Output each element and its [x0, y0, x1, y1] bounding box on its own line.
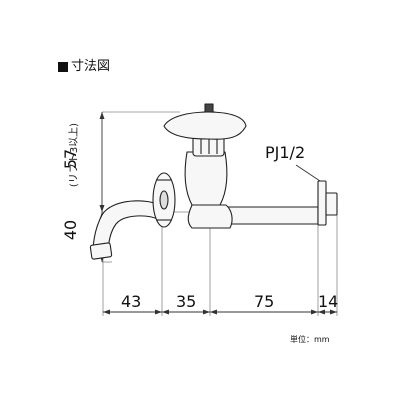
dim-label-35: 35: [176, 292, 197, 311]
body-lower: [187, 204, 233, 229]
valve-body: [184, 151, 228, 206]
faucet-body: [89, 103, 338, 260]
title-text: 寸法図: [71, 59, 111, 74]
dim-label-43: 43: [121, 292, 142, 311]
handle: [163, 111, 247, 140]
wall-flange: [317, 180, 327, 226]
diagram-title: 寸法図: [58, 60, 110, 73]
title-square-icon: [58, 61, 68, 72]
thread-label: PJ1/2: [265, 143, 306, 162]
dim-label-14: 14: [318, 292, 339, 311]
dim-label-40: 40: [61, 219, 81, 241]
handle-screw: [204, 103, 214, 113]
dim-label-75: 75: [254, 292, 275, 311]
spout-tip: [89, 242, 113, 260]
thread-leader-line: [295, 164, 324, 184]
dim-label-lift-note: (リフト3以上): [69, 122, 81, 188]
unit-note: 単位：mm: [290, 335, 330, 344]
thread-end: [325, 192, 338, 216]
